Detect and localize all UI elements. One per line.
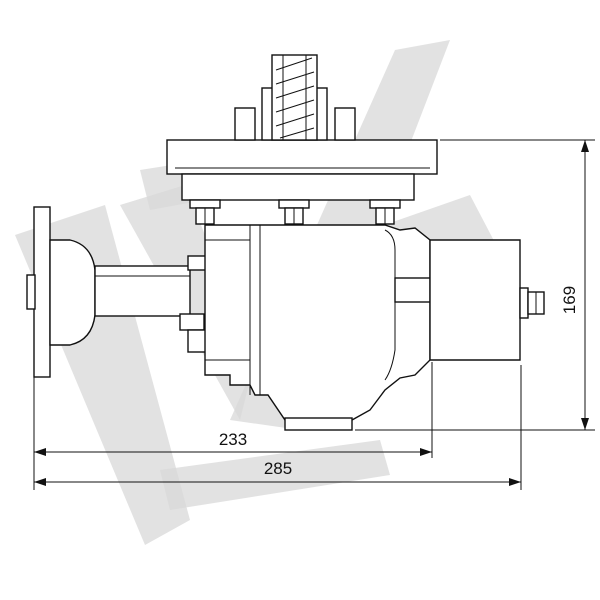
right-cylinder	[429, 239, 545, 361]
top-block-right	[334, 107, 356, 141]
flange-boss	[26, 274, 36, 310]
housing-body	[204, 224, 431, 421]
dimension-height: 169	[355, 139, 595, 431]
left-flange-assembly	[26, 206, 207, 378]
top-mounting-plate	[166, 139, 438, 175]
flange-hub	[49, 239, 96, 346]
spline-shaft	[271, 54, 318, 141]
height-label: 169	[560, 286, 579, 314]
shaft-nut	[179, 313, 205, 331]
top-plate-assembly	[166, 139, 438, 225]
bolt-right	[369, 199, 401, 225]
width-total-label: 285	[264, 459, 292, 478]
drive-shaft	[94, 265, 191, 317]
top-block-left	[234, 107, 256, 141]
left-flange-plate	[33, 206, 51, 378]
cylinder-body	[429, 239, 521, 361]
width-body-label: 233	[219, 430, 247, 449]
dimension-233: 233	[33, 362, 433, 490]
vertical-spline-shaft	[234, 54, 356, 141]
bolt-left	[189, 199, 221, 225]
shaft-collar-bottom	[187, 329, 207, 353]
housing-base	[284, 417, 353, 431]
cylinder-cap	[519, 287, 529, 319]
gearbox-housing	[204, 224, 431, 431]
side-port	[394, 277, 431, 303]
dimension-285: 285	[34, 365, 522, 490]
lower-plate	[181, 173, 415, 201]
bolt-middle	[278, 199, 310, 225]
shaft-collar-top	[187, 255, 207, 271]
